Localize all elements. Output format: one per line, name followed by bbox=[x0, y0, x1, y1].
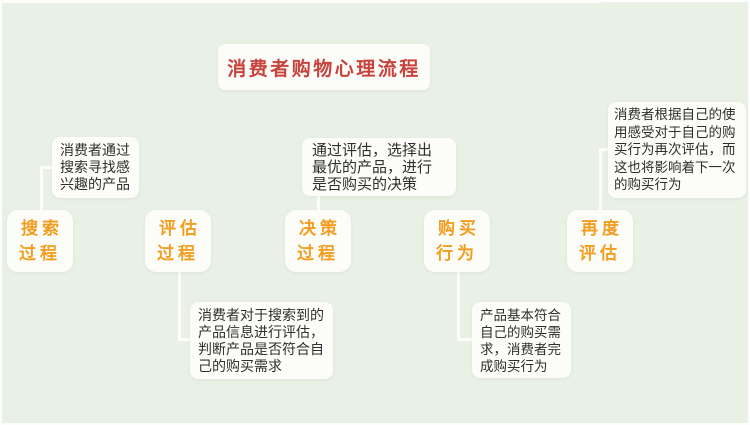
note-search-process: 消费者通过 搜索寻找感 兴趣的产品 bbox=[52, 137, 139, 198]
node-reassessment-label: 再度 评估 bbox=[579, 219, 623, 263]
note-reassessment: 消费者根据自己的使 用感受对于自己的购 买行为再次评估，而 这也将影响着下一次 … bbox=[608, 102, 746, 198]
page-title: 消费者购物心理流程 bbox=[227, 58, 421, 80]
note-purchase-behavior: 产品基本符合 自己的购买需 求，消费者完 成购买行为 bbox=[472, 302, 571, 378]
connector-evaluate-note-elbow bbox=[178, 338, 192, 341]
connector-purchase-note-vertical bbox=[457, 270, 460, 341]
node-search-process: 搜索 过程 bbox=[7, 210, 73, 272]
node-evaluate-process: 评估 过程 bbox=[145, 210, 211, 272]
node-evaluate-process-label: 评估 过程 bbox=[157, 219, 201, 263]
flow-main-line bbox=[0, 0, 601, 3]
note-evaluate-process: 消费者对于搜索到的 产品信息进行评估， 判断产品是否符合自 己的购买需求 bbox=[190, 302, 333, 379]
node-decision-process: 决策 过程 bbox=[285, 210, 351, 272]
node-purchase-behavior-label: 购买 行为 bbox=[436, 219, 480, 263]
connector-purchase-note-elbow bbox=[457, 338, 474, 341]
node-purchase-behavior: 购买 行为 bbox=[424, 210, 490, 272]
connector-reassess-note-vertical bbox=[599, 148, 602, 212]
connector-decision-note-vertical bbox=[317, 192, 320, 212]
connector-evaluate-note-vertical bbox=[178, 270, 181, 341]
diagram-title-box: 消费者购物心理流程 bbox=[218, 44, 430, 90]
connector-search-note-vertical bbox=[40, 166, 43, 212]
node-decision-process-label: 决策 过程 bbox=[297, 219, 341, 263]
node-reassessment: 再度 评估 bbox=[567, 210, 633, 272]
connector-reassess-note-elbow bbox=[599, 148, 610, 151]
note-decision-process: 通过评估，选择出 最优的产品，进行 是否购买的决策 bbox=[302, 138, 456, 196]
node-search-process-label: 搜索 过程 bbox=[19, 219, 63, 263]
connector-search-note-elbow bbox=[40, 166, 54, 169]
